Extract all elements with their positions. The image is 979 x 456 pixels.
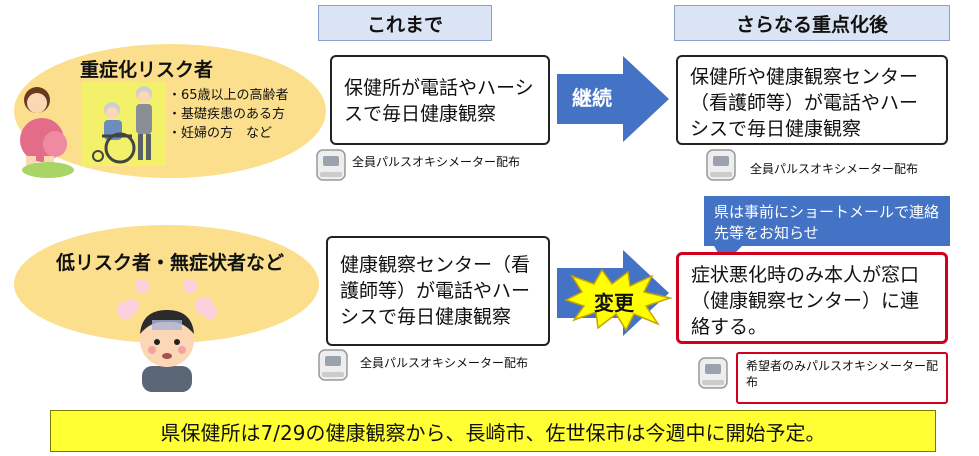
high-risk-after-box: 保健所や健康観察センター（看護師等）が電話やハーシスで毎日健康観察 — [676, 55, 948, 145]
pulse-oximeter-icon — [318, 349, 348, 381]
low-risk-before-caption: 全員パルスオキシメーター配布 — [360, 356, 529, 370]
pulse-oximeter-icon — [698, 357, 728, 389]
high-risk-bullet: ・妊婦の方 など — [168, 126, 273, 141]
pulse-oximeter-icon — [316, 149, 346, 181]
low-risk-after-caption: 希望者のみパルスオキシメーター配布 — [736, 352, 948, 404]
elderly-wheelchair-illustration — [82, 82, 166, 166]
change-burst — [564, 268, 673, 332]
high-risk-ellipse — [14, 44, 326, 178]
low-risk-title: 低リスク者・無症状者など — [56, 252, 285, 274]
low-risk-after-box: 症状悪化時のみ本人が窓口（健康観察センター）に連絡する。 — [676, 252, 948, 344]
high-risk-title: 重症化リスク者 — [80, 59, 214, 81]
low-risk-before-box: 健康観察センター（看護師等）が電話やハーシスで毎日健康観察 — [326, 236, 550, 346]
change-label: 変更 — [594, 291, 634, 315]
pregnant-woman-illustration — [20, 87, 74, 178]
continue-label: 継続 — [572, 86, 612, 110]
header-before: これまで — [318, 5, 492, 41]
sick-person-illustration — [117, 279, 217, 392]
notice-callout: 県は事前にショートメールで連絡先等をお知らせ — [704, 196, 950, 246]
high-risk-bullet: ・65歳以上の高齢者 — [168, 88, 289, 103]
high-risk-bullet: ・基礎疾患のある方 — [168, 107, 286, 122]
high-risk-bullets: ・65歳以上の高齢者 ・基礎疾患のある方 ・妊婦の方 など — [168, 86, 289, 143]
high-risk-before-caption: 全員パルスオキシメーター配布 — [352, 155, 521, 169]
header-after: さらなる重点化後 — [674, 5, 950, 41]
continue-arrow — [557, 56, 669, 142]
high-risk-before-box: 保健所が電話やハーシスで毎日健康観察 — [330, 55, 550, 145]
footer-banner: 県保健所は7/29の健康観察から、長崎市、佐世保市は今週中に開始予定。 — [50, 410, 936, 452]
high-risk-after-caption: 全員パルスオキシメーター配布 — [750, 162, 919, 176]
pulse-oximeter-icon — [706, 149, 736, 181]
